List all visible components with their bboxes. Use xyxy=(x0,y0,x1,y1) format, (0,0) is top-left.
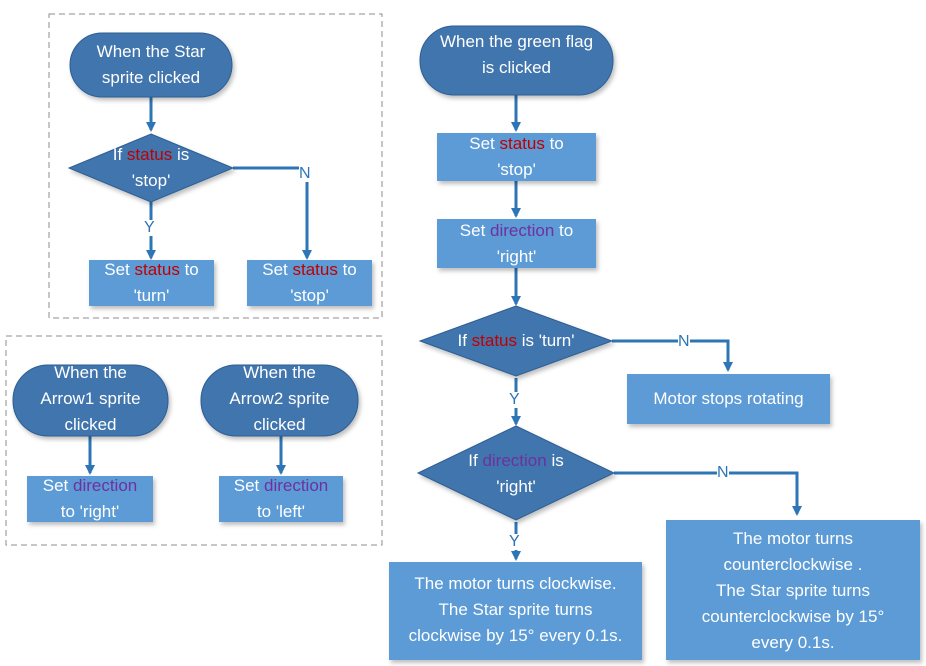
main-set-status-text: Set status to 'stop' xyxy=(437,131,596,183)
main-status-decision xyxy=(418,305,614,377)
connector-direction-decision-no xyxy=(614,471,802,516)
arrow2-start-line1: When the xyxy=(243,363,316,382)
arrow2-set-line2: to 'left' xyxy=(256,502,306,521)
main-set-direction-text: Set direction to 'right' xyxy=(437,218,596,270)
star-set-turn-pre: Set xyxy=(104,260,135,279)
star-decision-keyword: status xyxy=(126,145,173,164)
main-set-direction-line2: 'right' xyxy=(496,247,537,266)
star-set-stop-box xyxy=(247,260,372,306)
arrow1-start-terminal xyxy=(12,364,169,437)
star-set-turn-box xyxy=(89,260,214,306)
main-set-status-box xyxy=(437,133,596,181)
main-direction-decision-post: is xyxy=(546,451,564,470)
arrow1-set-pre: Set xyxy=(42,476,73,495)
main-set-direction-keyword: direction xyxy=(490,221,555,240)
main-set-direction-post: to xyxy=(554,221,574,240)
main-start-line2: is clicked xyxy=(482,58,551,77)
star-start-line2: sprite clicked xyxy=(101,68,201,87)
direction-no-label: N xyxy=(717,464,729,481)
clockwise-line2: The Star sprite turns xyxy=(438,600,593,619)
status-yes-label: Y xyxy=(509,391,520,408)
star-decision-line2: 'stop' xyxy=(131,171,171,190)
arrow1-start-line1: When the xyxy=(54,363,127,382)
main-direction-decision-line2: 'right' xyxy=(496,477,536,496)
main-start-line1: When the green flag xyxy=(439,32,594,51)
main-direction-decision-text: If direction is 'right' xyxy=(418,448,614,500)
main-set-direction-box xyxy=(437,219,596,268)
main-status-decision-text: If status is 'turn' xyxy=(420,328,612,354)
counterclockwise-line2: counterclockwise . xyxy=(723,555,863,574)
arrow2-set-text: Set direction to 'left' xyxy=(219,473,343,525)
counterclockwise-line3: The Star sprite turns xyxy=(715,581,870,600)
arrow1-set-line2: to 'right' xyxy=(60,502,120,521)
arrow2-start-line2: Arrow2 sprite xyxy=(229,389,330,408)
main-set-status-pre: Set xyxy=(469,134,500,153)
main-set-status-post: to xyxy=(544,134,564,153)
connector-status-decision-no xyxy=(612,339,733,372)
main-status-decision-post: is 'turn' xyxy=(517,331,575,350)
arrow1-set-text: Set direction to 'right' xyxy=(27,473,153,525)
motor-stop-line: Motor stops rotating xyxy=(653,389,804,408)
star-no-label: N xyxy=(299,165,311,182)
clockwise-line3: clockwise by 15° every 0.1s. xyxy=(408,626,623,645)
star-set-turn-line2: 'turn' xyxy=(133,286,170,305)
arrow2-set-direction-box xyxy=(219,476,343,522)
main-start-text: When the green flag is clicked xyxy=(420,29,613,81)
arrow2-set-pre: Set xyxy=(233,476,264,495)
star-set-turn-text: Set status to 'turn' xyxy=(89,257,214,309)
counterclockwise-line1: The motor turns xyxy=(733,529,853,548)
status-no-label: N xyxy=(678,333,690,350)
star-set-turn-post: to xyxy=(179,260,199,279)
clockwise-text: The motor turns clockwise. The Star spri… xyxy=(389,571,642,649)
counterclockwise-text: The motor turns counterclockwise . The S… xyxy=(666,526,920,656)
main-start-terminal xyxy=(419,25,614,96)
arrow1-start-text: When the Arrow1 sprite clicked xyxy=(13,360,168,438)
motor-stop-box xyxy=(627,374,830,424)
star-decision-pre: If xyxy=(112,145,127,164)
arrow2-start-line3: clicked xyxy=(253,415,306,434)
connector-star-decision-no xyxy=(233,166,312,260)
counterclockwise-line4: counterclockwise by 15° xyxy=(701,607,885,626)
main-direction-decision xyxy=(416,425,616,521)
star-status-decision xyxy=(67,133,235,203)
star-group-frame xyxy=(48,13,383,319)
star-yes-label: Y xyxy=(144,219,155,236)
arrow1-set-keyword: direction xyxy=(72,476,138,495)
arrow1-set-direction-box xyxy=(27,476,153,522)
main-status-decision-pre: If xyxy=(457,331,472,350)
star-start-text: When the Star sprite clicked xyxy=(70,39,232,91)
arrow1-start-line2: Arrow1 sprite xyxy=(40,389,141,408)
arrow1-start-line3: clicked xyxy=(64,415,117,434)
counterclockwise-box xyxy=(666,520,920,660)
star-set-stop-pre: Set xyxy=(262,260,293,279)
arrow2-start-terminal xyxy=(200,364,359,437)
clockwise-line1: The motor turns clockwise. xyxy=(414,574,617,593)
star-set-stop-text: Set status to 'stop' xyxy=(247,257,372,309)
star-set-stop-post: to xyxy=(337,260,357,279)
main-status-decision-keyword: status xyxy=(471,331,517,350)
arrow2-set-keyword: direction xyxy=(263,476,329,495)
direction-yes-label: Y xyxy=(509,533,520,550)
counterclockwise-line5: every 0.1s. xyxy=(751,633,835,652)
main-direction-decision-pre: If xyxy=(468,451,483,470)
star-set-stop-line2: 'stop' xyxy=(290,286,329,305)
star-decision-text: If status is 'stop' xyxy=(69,142,233,194)
clockwise-box xyxy=(389,562,642,660)
arrow2-start-text: When the Arrow2 sprite clicked xyxy=(201,360,358,438)
main-set-status-keyword: status xyxy=(499,134,545,153)
main-direction-decision-keyword: direction xyxy=(482,451,547,470)
main-set-direction-pre: Set xyxy=(459,221,491,240)
star-start-terminal xyxy=(69,32,233,98)
star-set-turn-keyword: status xyxy=(134,260,180,279)
star-set-stop-keyword: status xyxy=(292,260,338,279)
motor-stop-text: Motor stops rotating xyxy=(627,386,830,412)
star-decision-post: is xyxy=(172,145,190,164)
arrow-group-frame xyxy=(5,335,383,546)
main-set-status-line2: 'stop' xyxy=(497,160,536,179)
star-start-line1: When the Star xyxy=(96,42,206,61)
